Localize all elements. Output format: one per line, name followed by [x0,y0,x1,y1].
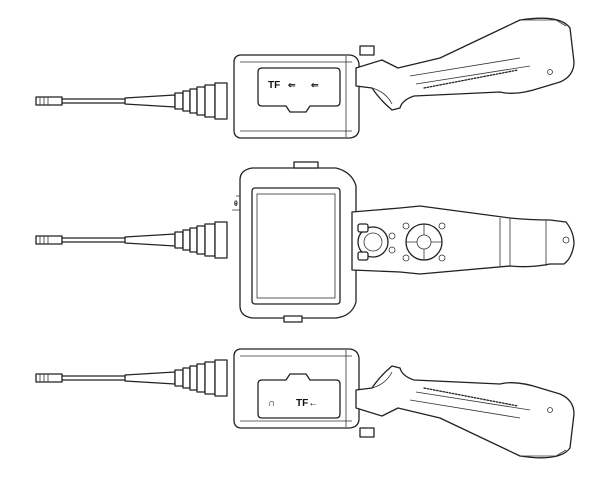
bottom-button [283,315,303,323]
hdmi-port-label: ⇐ [311,80,319,90]
top-button [293,161,319,169]
handle [355,365,575,459]
screen [251,187,341,305]
probe-tip [35,96,63,106]
bottom-button [359,427,375,438]
top-view: TF ⇐ ⇐ [35,17,575,139]
grip-texture [423,69,519,89]
svg-text:θ: θ [234,201,238,208]
screw-icon [547,69,553,75]
top-button [359,45,375,56]
tf-card-label: TF← [296,398,318,409]
tf-card-label: TF [268,80,280,91]
front-view: θ [35,161,575,323]
direction-pad [402,222,446,262]
bottom-view: ∩ TF← [35,348,575,459]
handle [355,17,575,111]
strain-relief [124,82,228,120]
probe-tip [35,235,63,245]
usb-port-label: ∩ [268,398,275,409]
strain-relief [124,359,228,397]
screw-icon [547,407,553,413]
screw-icon [562,236,570,244]
port-panel: TF ⇐ ⇐ [257,67,341,113]
probe-cable [61,98,126,104]
grip-texture [423,387,519,407]
usb-port-label: ⇐ [288,80,296,90]
probe-cable [61,375,126,381]
probe-tip [35,373,63,383]
strain-relief [124,221,228,259]
probe-cable [61,237,126,243]
control-pad [357,223,396,261]
port-panel: ∩ TF← [257,373,341,419]
